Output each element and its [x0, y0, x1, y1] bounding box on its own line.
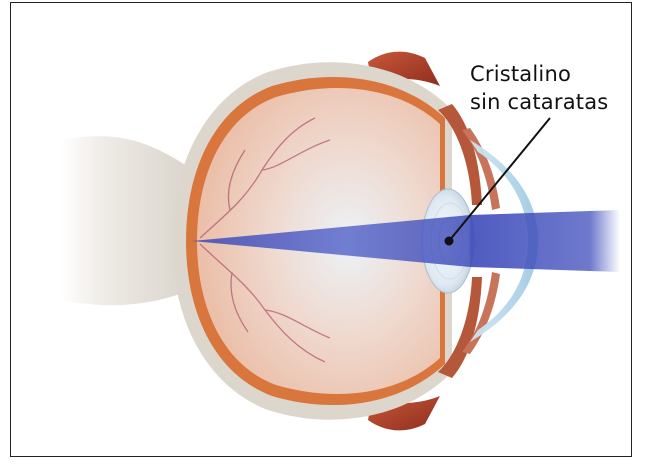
lens-label-line2: sin cataratas [470, 88, 608, 116]
lens-label-line1: Cristalino [470, 60, 608, 88]
lens-label: Cristalino sin cataratas [470, 60, 608, 116]
light-beam-outside [470, 210, 620, 272]
pointer-dot [445, 237, 454, 246]
optic-nerve [60, 136, 192, 305]
